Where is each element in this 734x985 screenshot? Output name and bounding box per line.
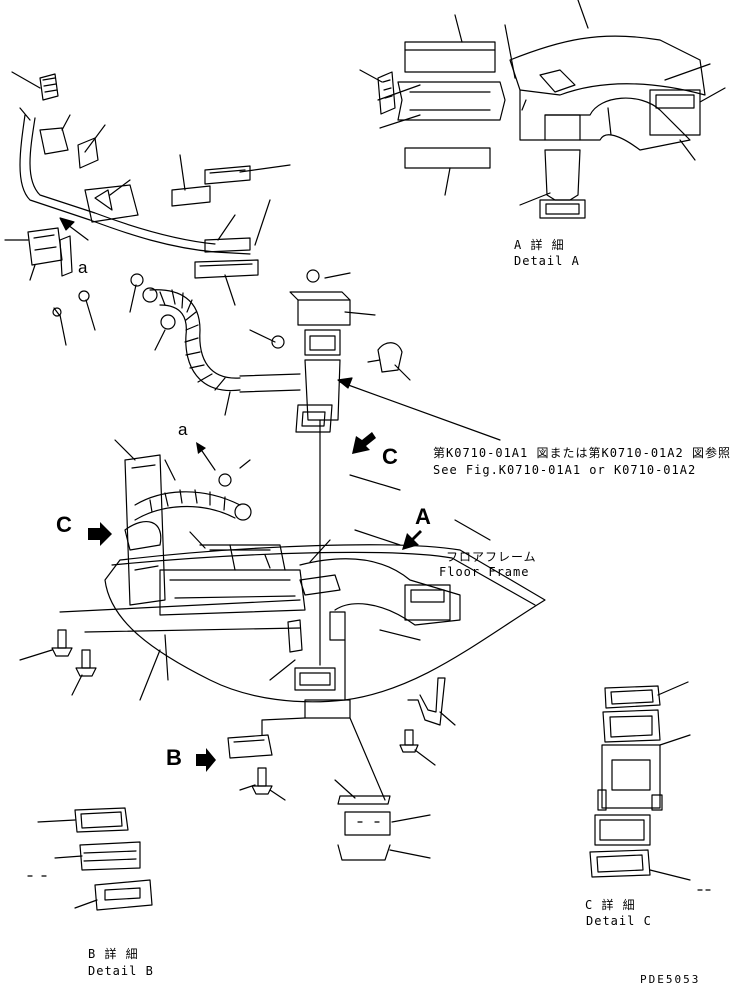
floor-frame-label-en: Floor Frame: [439, 565, 530, 579]
center-connector-assembly: [289, 269, 501, 666]
bracket-plates: [334, 677, 456, 861]
detail-b-label-jp: B 詳 細: [88, 947, 139, 961]
flex-hose-upper: [142, 287, 301, 416]
floor-frame-label-jp: フロアフレーム: [446, 550, 537, 564]
detail-c-label-en: Detail C: [586, 914, 652, 928]
mark-c-right: C: [382, 444, 398, 469]
mark-a-big: A: [415, 504, 431, 529]
mark-a-lower: a: [178, 420, 188, 439]
reference-note-en: See Fig.K0710-01A1 or K0710-01A2: [433, 463, 697, 477]
arrow-a: [402, 530, 422, 550]
arrow-a-lower-marker: [196, 442, 216, 471]
detail-b-label-en: Detail B: [88, 964, 154, 978]
mark-a-upper: a: [78, 258, 88, 277]
reference-note-jp: 第K0710-01A1 図または第K0710-01A2 図参照: [433, 446, 731, 460]
detail-b-inset-parts: [227, 717, 306, 801]
floor-frame-assembly: [19, 439, 546, 719]
detail-b-parts: [27, 807, 153, 911]
mark-c-left: C: [56, 512, 72, 537]
arrow-c-right: [352, 432, 376, 454]
arrow-b: [196, 748, 216, 772]
detail-c-label-jp: C 詳 細: [585, 898, 636, 912]
detail-c-assembly: [589, 681, 711, 891]
detail-a-label-en: Detail A: [514, 254, 580, 268]
detail-a-label-jp: A 詳 細: [514, 238, 565, 252]
dash-duct-assembly: [4, 71, 291, 346]
detail-a-assembly: [359, 0, 726, 219]
drawing-code: PDE5053: [640, 973, 701, 985]
arrow-c-left: [88, 522, 112, 546]
mark-b-big: B: [166, 745, 182, 770]
